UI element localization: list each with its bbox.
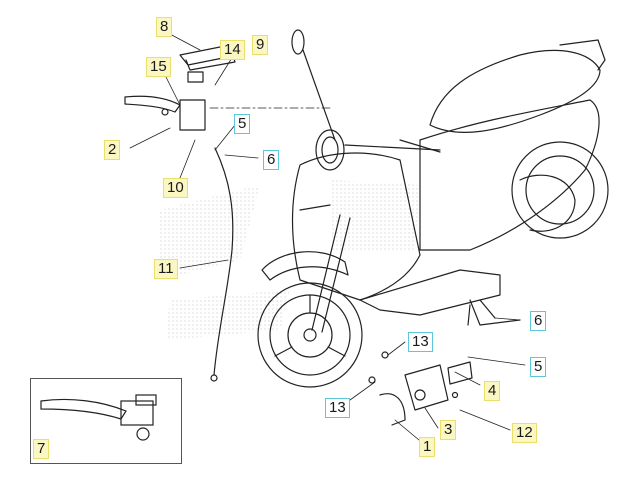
scooter-seat bbox=[429, 39, 606, 134]
scooter-floorboard bbox=[359, 269, 521, 326]
scooter-front-wheel bbox=[257, 282, 363, 388]
callout-14: 14 bbox=[220, 40, 245, 60]
caliper-pads bbox=[447, 361, 473, 385]
callout-2: 2 bbox=[104, 140, 121, 160]
callout-12: 12 bbox=[512, 423, 537, 443]
inset-brake-lever-detail bbox=[30, 378, 182, 464]
scooter-rear-wheel bbox=[511, 141, 609, 239]
scooter-front-fender bbox=[261, 251, 349, 281]
callout-5-caliper: 5 bbox=[530, 357, 547, 377]
scooter-handlebar bbox=[344, 139, 441, 153]
leader-lines bbox=[129, 32, 526, 446]
scooter-stand bbox=[467, 299, 496, 326]
inset-drawing bbox=[40, 394, 157, 441]
callout-10: 10 bbox=[163, 178, 188, 198]
callout-5: 5 bbox=[234, 114, 251, 134]
brake-lever-assembly bbox=[124, 95, 206, 131]
scooter-headlight bbox=[315, 129, 345, 171]
callout-13: 13 bbox=[408, 332, 433, 352]
watermark bbox=[160, 180, 420, 340]
callout-3: 3 bbox=[440, 420, 457, 440]
callout-6-caliper: 6 bbox=[530, 311, 547, 331]
callout-1: 1 bbox=[419, 437, 436, 457]
brake-caliper bbox=[379, 364, 449, 426]
callout-13-bottom: 13 bbox=[325, 398, 350, 418]
callout-4: 4 bbox=[484, 381, 501, 401]
brake-hose bbox=[210, 147, 234, 382]
callout-6: 6 bbox=[263, 150, 280, 170]
scooter-fork bbox=[311, 214, 351, 333]
callout-8: 8 bbox=[156, 17, 173, 37]
callout-9: 9 bbox=[252, 35, 269, 55]
scooter-mirror bbox=[291, 29, 336, 141]
scooter-front-shield bbox=[291, 152, 421, 301]
callout-15: 15 bbox=[146, 57, 171, 77]
callout-7: 7 bbox=[33, 439, 50, 459]
scooter-rear-body bbox=[419, 99, 600, 251]
bolts bbox=[368, 351, 459, 399]
callout-11: 11 bbox=[154, 259, 178, 279]
